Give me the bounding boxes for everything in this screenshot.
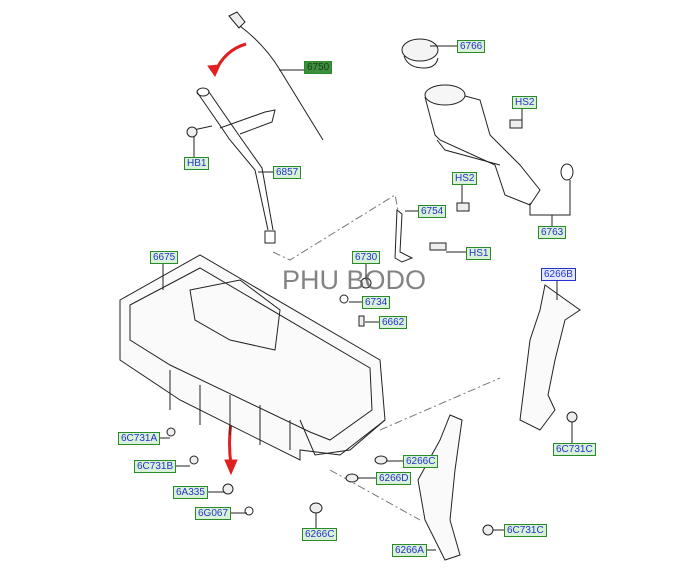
- oil-pan: [119, 254, 386, 461]
- part-label-6662[interactable]: 6662: [379, 316, 408, 329]
- part-label-6734[interactable]: 6734: [362, 296, 391, 309]
- shield-6266a: [417, 414, 463, 561]
- part-label-6266d[interactable]: 6266D: [376, 472, 412, 485]
- part-label-hb1[interactable]: HB1: [184, 157, 210, 170]
- part-label-hs2[interactable]: HS2: [512, 96, 538, 109]
- shield-6266b: [519, 284, 581, 431]
- part-label-6857[interactable]: 6857: [273, 166, 302, 179]
- oil-filler-cap: [401, 38, 439, 69]
- part-label-6c731a[interactable]: 6C731A: [118, 432, 161, 445]
- part-label-6763[interactable]: 6763: [538, 226, 567, 239]
- part-label-6754[interactable]: 6754: [418, 205, 447, 218]
- dipstick: [228, 11, 324, 141]
- watermark: PHU BODO: [282, 265, 427, 295]
- bolt-hs2: [509, 119, 523, 129]
- part-label-hs2[interactable]: HS2: [452, 172, 478, 185]
- part-label-6g067[interactable]: 6G067: [195, 507, 232, 520]
- part-label-6730[interactable]: 6730: [352, 251, 381, 264]
- part-label-6266a[interactable]: 6266A: [392, 544, 427, 557]
- part-label-6c731c[interactable]: 6C731C: [553, 443, 596, 456]
- part-label-hs1[interactable]: HS1: [466, 247, 492, 260]
- dipstick-tube: [196, 87, 276, 244]
- part-label-6c731c[interactable]: 6C731C: [504, 524, 547, 537]
- part-label-6675[interactable]: 6675: [150, 251, 179, 264]
- part-label-6a335[interactable]: 6A335: [173, 486, 208, 499]
- part-label-6750[interactable]: 6750: [304, 61, 333, 74]
- red-arrow-icon: [213, 42, 247, 73]
- part-label-6766[interactable]: 6766: [457, 40, 486, 53]
- gasket: [394, 208, 414, 263]
- part-label-6266c[interactable]: 6266C: [403, 455, 439, 468]
- oil-filler-neck: [424, 84, 574, 206]
- part-label-6266b[interactable]: 6266B: [541, 268, 576, 281]
- part-label-6266c[interactable]: 6266C: [302, 528, 338, 541]
- bolt-hb1: [186, 126, 198, 138]
- part-label-6c731b[interactable]: 6C731B: [134, 460, 177, 473]
